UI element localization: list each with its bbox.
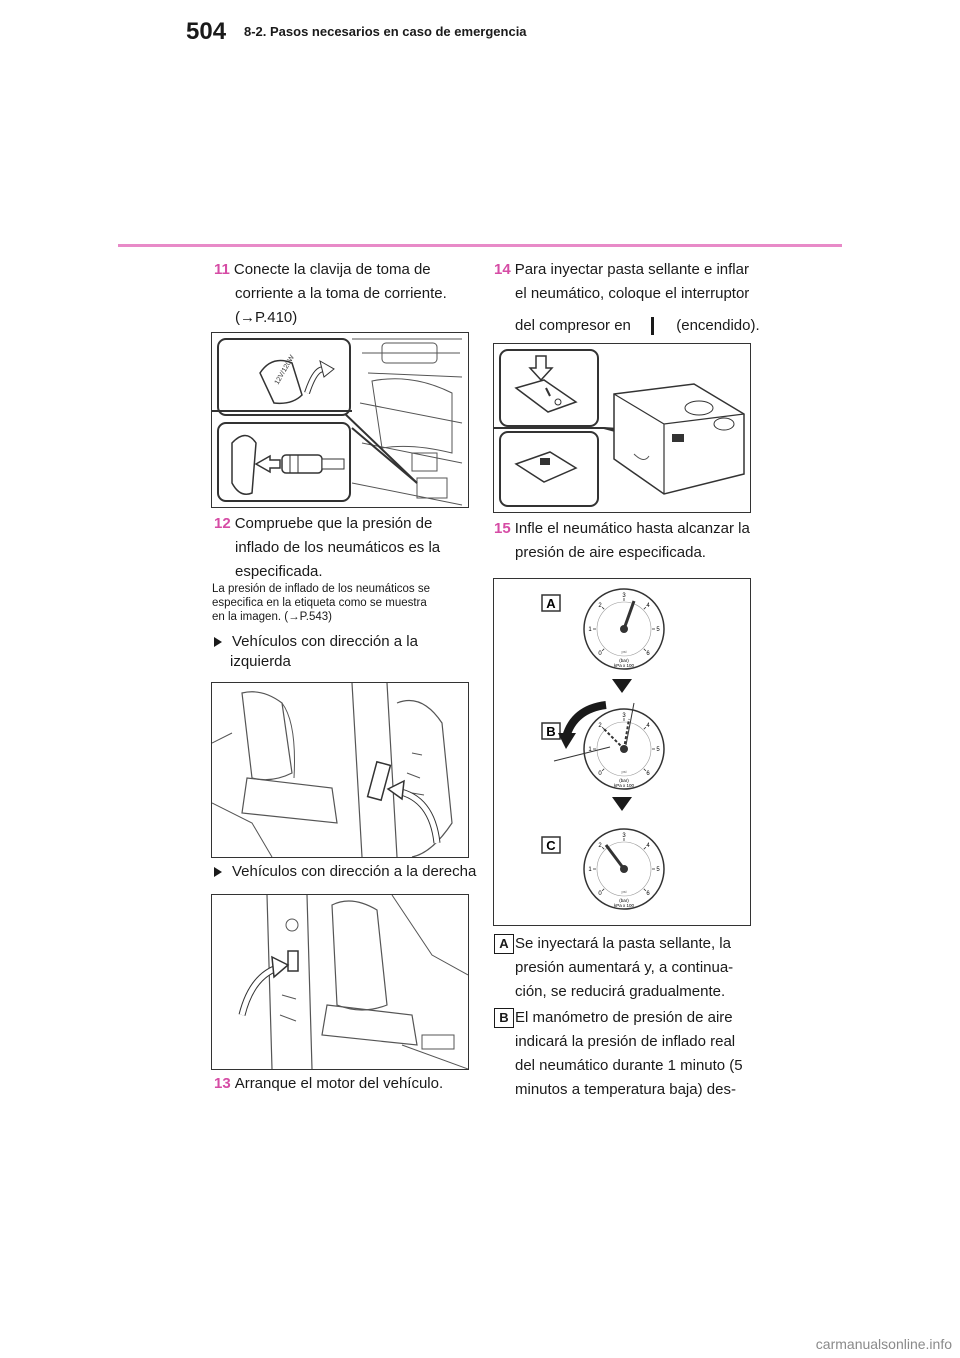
step-number: 11 <box>214 261 230 278</box>
item-b: B El manómetro de presión de aire indica… <box>494 1006 764 1102</box>
item-a-letter: A <box>494 934 514 954</box>
gauge-scale-label: 3 <box>622 833 626 839</box>
gauge-tick <box>643 768 647 772</box>
tire-pressure-note: La presión de inflado de los neumáticos … <box>212 583 431 623</box>
down-arrow-icon <box>612 797 632 811</box>
bullet-left-hand-drive: Vehículos con dirección a la izquierda <box>214 632 474 672</box>
gauge-scale-label: 5 <box>656 867 660 873</box>
bullet-triangle-icon <box>214 637 222 648</box>
pressure-gauge-figure: A B C (bar) kPa x 100 psi (bar) <box>493 578 751 926</box>
gauge-label-c: C <box>546 838 556 853</box>
gauge-scale-label: 4 <box>646 603 650 609</box>
gauge-scale-label: 0 <box>598 771 602 777</box>
watermark: carmanualsonline.info <box>815 1336 952 1352</box>
section-title: 8-2. Pasos necesarios en caso de emergen… <box>244 24 527 39</box>
compressor-switch-figure <box>493 343 751 513</box>
gauge-tick <box>601 606 605 610</box>
svg-text:(bar): (bar) <box>619 898 629 903</box>
svg-text:(bar): (bar) <box>619 658 629 663</box>
gauge-scale-label: 6 <box>646 651 650 657</box>
gauge-tick <box>643 846 647 850</box>
gauge-tick <box>601 768 605 772</box>
curved-arrow-icon <box>558 733 576 749</box>
svg-text:(bar): (bar) <box>619 778 629 783</box>
gauge-label-a: A <box>546 596 556 611</box>
power-on-symbol-icon <box>651 317 655 336</box>
header-rule <box>118 244 842 247</box>
step-number: 14 <box>494 261 511 278</box>
down-arrow-icon <box>612 679 632 693</box>
gauge-scale-label: 2 <box>598 723 602 729</box>
plug-figure: 12V/120W <box>211 332 469 508</box>
gauge-scale-label: 3 <box>622 713 626 719</box>
svg-text:kPa x 100: kPa x 100 <box>614 783 635 788</box>
gauge-tick <box>643 648 647 652</box>
page-number: 504 <box>186 18 227 45</box>
bullet-right-hand-drive: Vehículos con dirección a la derecha <box>214 862 484 882</box>
svg-text:kPa x 100: kPa x 100 <box>614 663 635 668</box>
right-hand-drive-seat-figure <box>211 894 469 1070</box>
svg-text:kPa x 100: kPa x 100 <box>614 903 635 908</box>
gauge-tick <box>643 726 647 730</box>
item-a: A Se inyectará la pasta sellante, la pre… <box>494 932 764 1004</box>
gauge-scale-label: 0 <box>598 651 602 657</box>
left-hand-drive-seat-figure <box>211 682 469 858</box>
gauge-tick <box>601 846 605 850</box>
gauge-scale-label: 1 <box>588 747 592 753</box>
svg-text:psi: psi <box>621 649 626 654</box>
svg-text:psi: psi <box>621 889 626 894</box>
gauge-scale-label: 0 <box>598 891 602 897</box>
gauge-label-b: B <box>546 724 555 739</box>
gauge-scale-label: 6 <box>646 891 650 897</box>
gauge-tick <box>643 606 647 610</box>
gauge-scale-label: 1 <box>588 627 592 633</box>
gauge-tick <box>601 726 605 730</box>
gauge-scale-label: 2 <box>598 603 602 609</box>
svg-text:psi: psi <box>621 769 626 774</box>
item-b-letter: B <box>494 1008 514 1028</box>
gauge-scale-label: 6 <box>646 771 650 777</box>
bullet-triangle-icon <box>214 867 222 878</box>
gauge-scale-label: 2 <box>598 843 602 849</box>
step-number: 15 <box>494 520 511 537</box>
gauge-scale-label: 1 <box>588 867 592 873</box>
gauge-tick <box>601 648 605 652</box>
gauge-scale-label: 5 <box>656 627 660 633</box>
step-number: 13 <box>214 1075 231 1092</box>
gauge-scale-label: 3 <box>622 593 626 599</box>
gauge-scale-label: 5 <box>656 747 660 753</box>
gauge-scale-label: 4 <box>646 723 650 729</box>
gauge-tick <box>601 888 605 892</box>
step-number: 12 <box>214 515 231 532</box>
gauge-scale-label: 4 <box>646 843 650 849</box>
gauge-tick <box>643 888 647 892</box>
